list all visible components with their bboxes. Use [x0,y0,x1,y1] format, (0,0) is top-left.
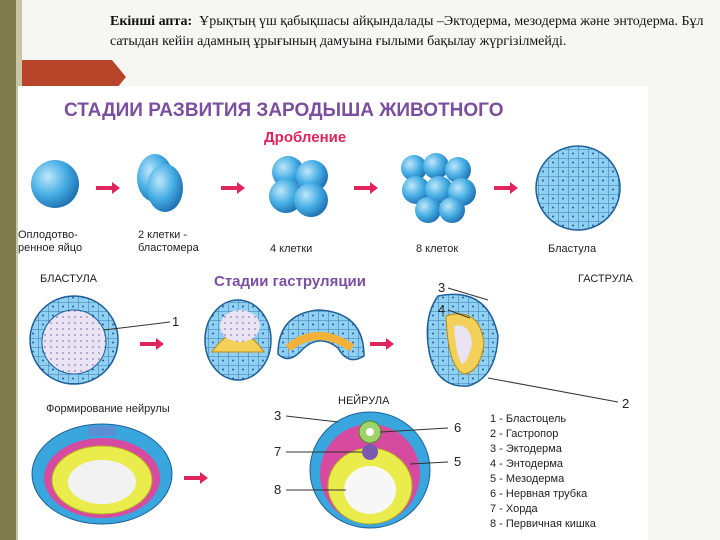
legend-item: 4 - Энтодерма [490,458,564,470]
number-6: 6 [454,420,461,435]
left-decorative-strip [0,0,16,540]
label-two-cell-2: бластомера [138,242,200,254]
neurula-formation-diagram [32,424,172,524]
early-gastrula [205,300,271,380]
number-3-gastrula: 3 [438,280,445,295]
legend-item: 7 - Хорда [490,503,539,515]
legend-item: 1 - Бластоцель [490,413,566,425]
blastula-cross-section [30,296,118,384]
gastrula-section-label: ГАСТРУЛА [578,273,634,285]
legend-item: 5 - Мезодерма [490,473,565,485]
label-four-cell: 4 клетки [270,243,312,255]
legend-item: 6 - Нервная трубка [490,488,588,500]
number-2: 2 [622,396,629,411]
number-1: 1 [172,314,179,329]
label-two-cell-1: 2 клетки - [138,229,187,241]
label-fertilized-egg-1: Оплодотво- [18,229,78,241]
number-8: 8 [274,482,281,497]
slide-header-text: Екінші апта: Ұрықтың үш қабықшасы айқынд… [110,12,710,52]
eight-cell-stage [401,153,476,223]
legend-item: 2 - Гастропор [490,428,558,440]
legend: 1 - Бластоцель 2 - Гастропор 3 - Эктодер… [490,413,597,530]
number-7: 7 [274,444,281,459]
number-4-gastrula: 4 [438,302,445,317]
neurula-arrow [184,472,208,484]
figure-canvas: СТАДИИ РАЗВИТИЯ ЗАРОДЫША ЖИВОТНОГО Дробл… [18,86,648,540]
label-fertilized-egg-2: ренное яйцо [18,242,82,254]
label-blastula: Бластула [548,243,597,255]
mid-gastrula [278,310,364,360]
pointer-2 [488,378,618,402]
two-cell-stage [137,154,183,212]
neurula-label: НЕЙРУЛА [338,394,390,407]
number-3-neurula: 3 [274,408,281,423]
gastrulation-title: Стадии гаструляции [214,273,366,290]
legend-item: 3 - Эктодерма [490,443,563,455]
figure-title: СТАДИИ РАЗВИТИЯ ЗАРОДЫША ЖИВОТНОГО [64,100,503,121]
embryo-development-figure: СТАДИИ РАЗВИТИЯ ЗАРОДЫША ЖИВОТНОГО Дробл… [18,86,648,540]
legend-item: 8 - Первичная кишка [490,518,597,530]
number-5: 5 [454,454,461,469]
four-cell-stage [269,156,328,217]
header-label: Екінші апта [110,14,188,29]
fertilized-egg [31,160,79,208]
blastula-sphere [536,146,620,230]
header-body: Ұрықтың үш қабықшасы айқындалады –Эктоде… [110,14,703,49]
label-eight-cell: 8 клеток [416,243,458,255]
neurula-cross-section [310,412,430,528]
blastula-section-label: БЛАСТУЛА [40,273,98,285]
neurula-formation-label: Формирование нейрулы [46,403,170,415]
cleavage-title: Дробление [264,129,346,146]
